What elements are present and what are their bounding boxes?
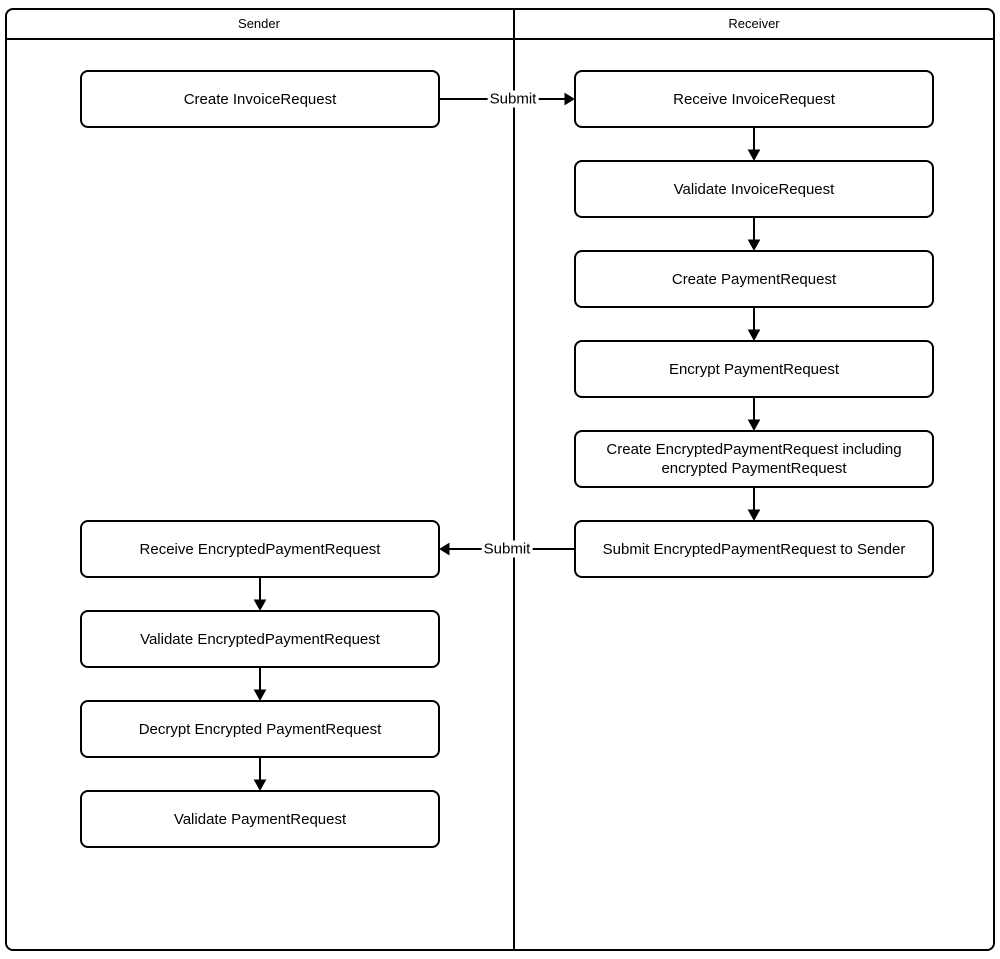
node-validate-payment-request: Validate PaymentRequest <box>80 790 440 848</box>
node-create-invoice-request: Create InvoiceRequest <box>80 70 440 128</box>
edge-encrypt-payment-to-create-encrypted <box>747 398 761 432</box>
node-submit-encrypted-payment-request: Submit EncryptedPaymentRequest to Sender <box>574 520 934 578</box>
node-receive-encrypted-payment-request: Receive EncryptedPaymentRequest <box>80 520 440 578</box>
node-label: Encrypt PaymentRequest <box>668 360 840 378</box>
edge-label-submit-encrypted-payment: Submit <box>481 540 533 558</box>
edge-label-submit-invoice: Submit <box>487 90 539 108</box>
node-label: Submit EncryptedPaymentRequest to Sender <box>602 540 906 558</box>
edge-validate-encrypted-to-decrypt <box>253 668 267 702</box>
lane-title-receiver: Receiver <box>728 16 780 31</box>
node-label: Decrypt Encrypted PaymentRequest <box>138 720 382 738</box>
node-label: Validate InvoiceRequest <box>673 180 835 198</box>
lane-title-sender: Sender <box>238 16 280 31</box>
lane-header-separator <box>5 38 995 40</box>
node-encrypt-payment-request: Encrypt PaymentRequest <box>574 340 934 398</box>
edge-validate-invoice-to-create-payment <box>747 218 761 252</box>
node-label: Validate EncryptedPaymentRequest <box>140 630 380 648</box>
edge-receive-encrypted-to-validate-encrypted <box>253 578 267 612</box>
edge-create-payment-to-encrypt-payment <box>747 308 761 342</box>
edge-decrypt-to-validate-payment <box>253 758 267 792</box>
node-create-encrypted-payment-request: Create EncryptedPaymentRequest including… <box>574 430 934 488</box>
node-decrypt-encrypted-payment-request: Decrypt Encrypted PaymentRequest <box>80 700 440 758</box>
node-validate-invoice-request: Validate InvoiceRequest <box>574 160 934 218</box>
node-label: Create InvoiceRequest <box>183 90 337 108</box>
edge-receive-to-validate-invoice <box>747 128 761 162</box>
node-label: Validate PaymentRequest <box>173 810 347 828</box>
node-label: Receive EncryptedPaymentRequest <box>139 540 381 558</box>
node-label: Create EncryptedPaymentRequest including… <box>606 441 902 477</box>
lane-divider <box>513 8 515 951</box>
node-validate-encrypted-payment-request: Validate EncryptedPaymentRequest <box>80 610 440 668</box>
node-label: Create PaymentRequest <box>671 270 837 288</box>
edge-create-encrypted-to-submit-encrypted <box>747 488 761 522</box>
node-receive-invoice-request: Receive InvoiceRequest <box>574 70 934 128</box>
node-create-payment-request: Create PaymentRequest <box>574 250 934 308</box>
node-label: Receive InvoiceRequest <box>673 90 835 108</box>
swimlane-frame <box>5 8 995 951</box>
